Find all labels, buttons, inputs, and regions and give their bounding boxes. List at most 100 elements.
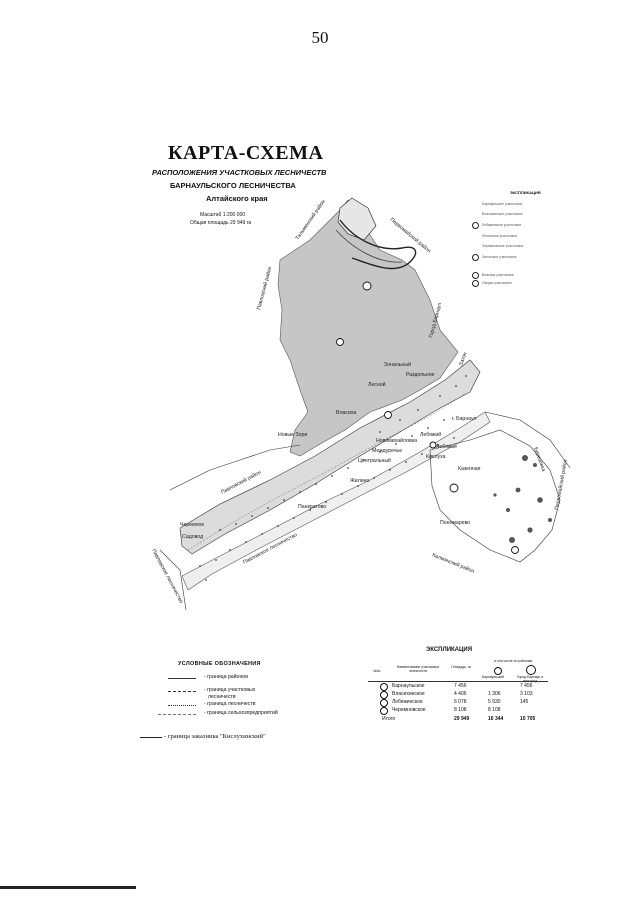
table-row-b: 3 103 bbox=[520, 691, 533, 697]
inset-row: Власиха участковое bbox=[482, 273, 514, 277]
forest-belt-inner bbox=[187, 393, 466, 551]
inset-circle-icon bbox=[472, 280, 479, 287]
label-cheremnoye: Черемное bbox=[180, 522, 204, 528]
inset-circle-icon bbox=[472, 272, 479, 279]
table-header-col-a: Барнаульский bbox=[481, 675, 505, 679]
table-row-b: 145 bbox=[520, 699, 529, 705]
inset-row: Ленинское участковое bbox=[482, 234, 518, 238]
map-total-area: Общая площадь 29 949 га bbox=[190, 220, 252, 226]
label-mezhdurechie: Междуречье bbox=[372, 448, 402, 454]
label-zhilino: Жилино bbox=[350, 478, 369, 484]
district-boundary-west bbox=[169, 444, 301, 491]
table-row-name: Лебяжинское bbox=[392, 699, 423, 705]
forest-belt bbox=[179, 359, 481, 555]
quarter-dots bbox=[199, 375, 467, 581]
inset-circle-icon bbox=[472, 222, 479, 229]
legend-title: УСЛОВНЫЕ ОБОЗНАЧЕНИЯ bbox=[178, 661, 261, 667]
label-zaton: Затон bbox=[458, 351, 468, 366]
forest-patches-east bbox=[493, 455, 552, 543]
table-row-a: 8 108 bbox=[488, 707, 501, 713]
inset-row: Черемновское участковое bbox=[482, 244, 524, 248]
page-number: 50 bbox=[311, 28, 329, 47]
river-2 bbox=[335, 229, 403, 263]
table-divider bbox=[368, 681, 548, 682]
map-subtitle-2: БАРНАУЛЬСКОГО ЛЕСНИЧЕСТВА bbox=[170, 181, 296, 190]
label-lebyazhye: Лебяжье bbox=[436, 444, 457, 450]
inset-row: Затонское участковое bbox=[482, 255, 517, 259]
table-header-incl: в том числе по районам bbox=[494, 659, 532, 663]
table-row-icon bbox=[380, 691, 388, 699]
kislukh-line bbox=[140, 737, 162, 738]
inset-explication: ЭКСПЛИКАЦИЯ Барнаульское участковое Влас… bbox=[470, 190, 556, 302]
map-title: КАРТА-СХЕМА bbox=[168, 142, 324, 164]
legend-forestry-line bbox=[168, 691, 196, 692]
label-kislukh: Кислуха bbox=[426, 454, 446, 460]
label-zonalny: Зональный bbox=[384, 361, 411, 368]
label-pervomaysky-right: Первомайский район bbox=[553, 459, 569, 511]
table-row-name: Власихинское bbox=[392, 691, 425, 697]
inset-row: Власихинское участковое bbox=[482, 212, 523, 216]
table-row-name: Барнаульское bbox=[392, 683, 425, 689]
label-kazennaya: Казенная bbox=[458, 466, 481, 472]
inset-row: Озерки участковое bbox=[482, 281, 512, 285]
inset-circle-icon bbox=[472, 254, 479, 261]
table-row-area: 7 456 bbox=[454, 683, 467, 689]
map-subtitle-3: Алтайского края bbox=[206, 194, 268, 203]
table-col-a-icon bbox=[494, 667, 502, 675]
table-header-area: Площадь, га bbox=[451, 665, 471, 669]
label-lesnoy: Лесной bbox=[368, 381, 386, 388]
map-subtitle-1: РАСПОЛОЖЕНИЯ УЧАСТКОВЫХ ЛЕСНИЧЕСТВ bbox=[152, 168, 327, 177]
legend-item: - граница лесничеств bbox=[204, 701, 256, 707]
forestry-marker-5 bbox=[511, 546, 519, 554]
forestry-marker-2 bbox=[336, 338, 344, 346]
table-row-icon bbox=[380, 683, 388, 691]
forestry-marker-4 bbox=[449, 483, 459, 493]
legend-forest-line bbox=[168, 705, 196, 706]
table-total-b: 10 705 bbox=[520, 716, 536, 722]
inset-title: ЭКСПЛИКАЦИЯ bbox=[510, 190, 541, 195]
forestry-marker-6 bbox=[429, 441, 437, 449]
explication-table: №№ Наименование участковых лесничеств Пл… bbox=[368, 659, 548, 723]
legend: - граница районов - граница участковых л… bbox=[158, 674, 330, 722]
table-row-b: 7 456 bbox=[520, 683, 533, 689]
forestry-map: Тальменский район Первомайский район Пав… bbox=[150, 197, 571, 611]
district-boundary-east bbox=[429, 429, 561, 563]
label-pankratovo: Панкратово bbox=[298, 504, 326, 510]
label-razdol: Раздольное bbox=[406, 372, 435, 378]
label-district-left: Павловский район bbox=[255, 266, 273, 311]
table-row-area: 8 108 bbox=[454, 707, 467, 713]
table-total-label: Итого bbox=[382, 716, 396, 722]
legend-item: лесничеств bbox=[208, 694, 236, 700]
label-ponomarevo: Пономарево bbox=[440, 520, 470, 526]
label-kalmansky: Калманский район bbox=[431, 551, 475, 574]
table-header-name: Наименование участковых лесничеств bbox=[396, 665, 440, 673]
label-pavlovsky-forest-2: Павловское лесничество bbox=[150, 548, 184, 604]
label-lebyazhye-2: Лебяжий bbox=[420, 431, 441, 438]
forestry-marker-1 bbox=[362, 281, 372, 291]
label-vlasikha: Власиха bbox=[336, 410, 356, 416]
legend-item: - граница сельхозпредприятий bbox=[204, 710, 278, 716]
table-row-area: 4 406 bbox=[454, 691, 467, 697]
legend-item: - граница участковых bbox=[204, 687, 256, 693]
table-row-area: 6 078 bbox=[454, 699, 467, 705]
table-row-a: 5 930 bbox=[488, 699, 501, 705]
forest-belt-south bbox=[181, 411, 491, 591]
explication-title: ЭКСПЛИКАЦИЯ bbox=[426, 647, 473, 653]
table-row-icon bbox=[380, 707, 388, 715]
label-novye-zori: Новые Зори bbox=[278, 432, 307, 438]
label-sadovod: Садовод bbox=[182, 534, 203, 540]
label-berezovka: Березовка bbox=[532, 447, 546, 473]
table-total-area: 29 949 bbox=[454, 716, 470, 722]
table-row-a: 1 306 bbox=[488, 691, 501, 697]
kislukh-legend: - граница заказника "Кислухинский" bbox=[164, 733, 266, 740]
bottom-bar bbox=[0, 886, 136, 889]
inset-row: Лебяжинское участковое bbox=[482, 223, 522, 227]
district-boundary-far-east bbox=[484, 411, 571, 469]
legend-farm-line bbox=[158, 714, 196, 715]
river bbox=[339, 219, 417, 270]
table-total-a: 16 344 bbox=[488, 716, 504, 722]
map-scale: Масштаб 1:200 000 bbox=[200, 212, 246, 218]
inset-row: Барнаульское участковое bbox=[482, 202, 523, 206]
legend-item: - граница районов bbox=[204, 674, 248, 680]
forestry-marker-3 bbox=[384, 411, 392, 419]
